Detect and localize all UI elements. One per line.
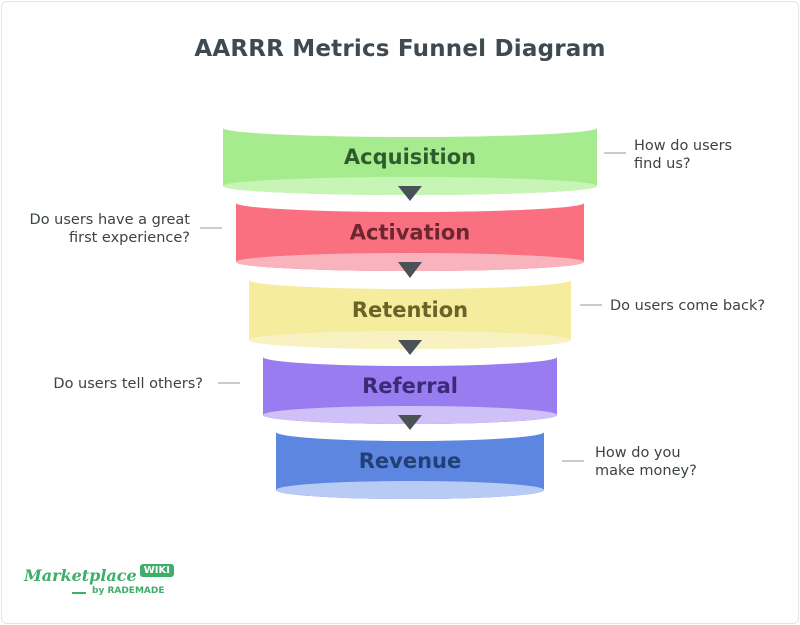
down-arrow-icon bbox=[398, 262, 422, 278]
logo-dash bbox=[72, 592, 86, 594]
stage-label: Referral bbox=[362, 374, 458, 398]
logo-byline: by RADEMADE bbox=[92, 586, 165, 596]
question-revenue: How do you make money? bbox=[595, 444, 697, 480]
funnel-stage-revenue: Revenue bbox=[276, 432, 584, 499]
question-line: Do users tell others? bbox=[53, 376, 203, 392]
question-line: Do users come back? bbox=[610, 298, 766, 314]
question-line: How do users bbox=[634, 138, 733, 154]
funnel-stage-activation: Activation bbox=[200, 203, 584, 271]
question-line: make money? bbox=[595, 463, 697, 479]
question-line: first experience? bbox=[68, 230, 190, 246]
question-acquisition: How do users find us? bbox=[634, 137, 732, 173]
logo-word: Marketplace bbox=[24, 566, 137, 585]
stage-label: Acquisition bbox=[344, 145, 476, 169]
down-arrow-icon bbox=[398, 415, 422, 430]
diagram-title: AARRR Metrics Funnel Diagram bbox=[194, 36, 606, 62]
question-line: How do you bbox=[595, 445, 681, 461]
question-line: Do users have a great bbox=[29, 212, 190, 228]
question-activation: Do users have a great first experience? bbox=[30, 211, 190, 247]
down-arrow-icon bbox=[398, 186, 422, 201]
funnel-stage-retention: Retention bbox=[249, 280, 602, 349]
stage-body bbox=[236, 203, 584, 271]
funnel-stage-acquisition: Acquisition bbox=[223, 128, 626, 195]
stage-body bbox=[249, 280, 571, 349]
logo-badge: WIKI bbox=[139, 564, 174, 577]
stage-label: Retention bbox=[352, 298, 468, 322]
funnel-stage-referral: Referral bbox=[218, 357, 557, 424]
question-referral: Do users tell others? bbox=[53, 375, 203, 393]
stage-rim-highlight bbox=[276, 481, 544, 499]
stage-label: Activation bbox=[350, 221, 470, 245]
stage-label: Revenue bbox=[359, 449, 462, 473]
down-arrow-icon bbox=[398, 340, 422, 355]
question-retention: Do users come back? bbox=[610, 297, 765, 315]
question-line: find us? bbox=[634, 156, 691, 172]
